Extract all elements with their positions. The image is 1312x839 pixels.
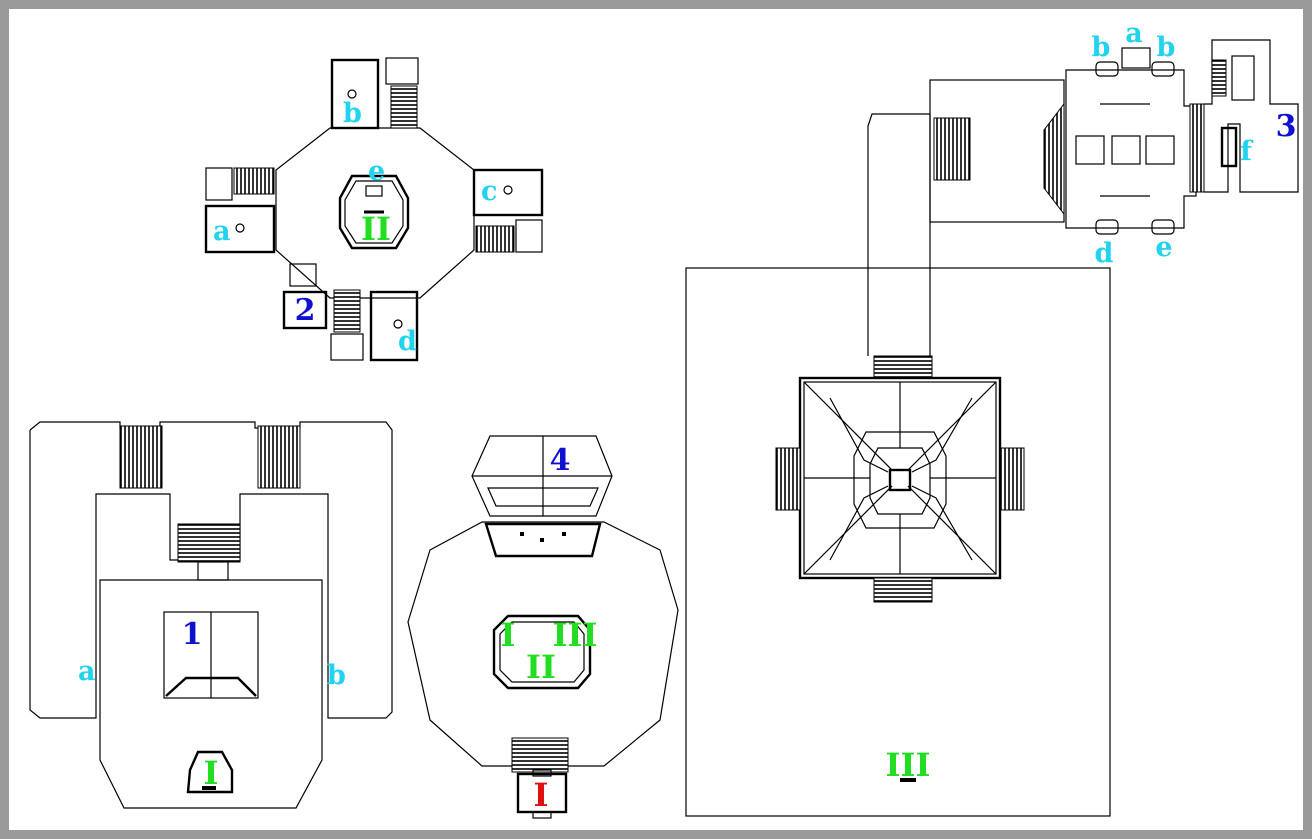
label-octagon-e: e bbox=[368, 156, 385, 187]
west-hall-exit-portal bbox=[186, 750, 234, 794]
temple-altar-a bbox=[1121, 47, 1151, 69]
label-temple-a: a bbox=[1125, 18, 1143, 49]
octagon-room-2-alcove bbox=[289, 263, 317, 287]
octagon-area bbox=[204, 57, 544, 362]
octagon-stairs-west bbox=[233, 167, 275, 195]
octagon-alcove bbox=[385, 57, 419, 85]
octagon-switch-a bbox=[235, 223, 245, 233]
octagon-floor bbox=[275, 127, 475, 299]
label-octagon-c: c bbox=[481, 176, 497, 207]
west-hall-stairs-right bbox=[257, 425, 301, 489]
octagon-center-pillar bbox=[338, 174, 410, 250]
octagon-room-2 bbox=[282, 290, 328, 330]
round-hall bbox=[407, 435, 679, 819]
label-round-hall-I: I bbox=[501, 616, 516, 654]
pyramid-stairs-west bbox=[775, 447, 801, 511]
label-octagon-b: b bbox=[343, 98, 362, 129]
label-west-hall-b: b bbox=[327, 660, 346, 691]
label-start-2: 2 bbox=[295, 293, 316, 328]
label-round-hall-III: III bbox=[553, 616, 598, 654]
label-temple-e: e bbox=[1155, 232, 1172, 263]
label-west-hall-marker: I bbox=[204, 754, 219, 792]
west-hall-stairs-center bbox=[177, 523, 241, 563]
label-round-hall-II: II bbox=[526, 648, 556, 686]
label-octagon-center: II bbox=[361, 210, 391, 248]
temple-stairs-inner bbox=[1043, 102, 1065, 216]
west-hall-stairs-left bbox=[119, 425, 163, 489]
label-start-4: 4 bbox=[550, 443, 571, 478]
octagon-room-c bbox=[472, 168, 544, 217]
west-hall bbox=[29, 421, 393, 809]
west-hall-door bbox=[197, 561, 229, 581]
temple-east-wing bbox=[1204, 39, 1299, 193]
label-octagon-a: a bbox=[213, 216, 231, 247]
temple-alcove-b-right bbox=[1151, 61, 1175, 77]
octagon-room-b bbox=[330, 58, 380, 130]
round-hall-central-pit bbox=[492, 614, 592, 690]
temple-stairs-east bbox=[1189, 103, 1205, 193]
label-round-hall-start: I bbox=[534, 776, 549, 814]
octagon-stairs-north bbox=[390, 85, 418, 129]
temple-main-hall bbox=[1065, 69, 1197, 229]
label-temple-d: d bbox=[1095, 238, 1114, 269]
label-courtyard-marker: III bbox=[886, 746, 931, 784]
map-labels: b c a d e II 2 a b 1 I 4 I III II I a b … bbox=[78, 18, 1296, 814]
octagon-switch-d bbox=[393, 319, 403, 329]
temple-stairs-north-east bbox=[1211, 59, 1227, 97]
octagon-switch-b bbox=[347, 89, 357, 99]
temple-stairs-west bbox=[933, 117, 971, 181]
temple-alcove-e bbox=[1151, 219, 1175, 235]
label-start-1: 1 bbox=[182, 617, 203, 652]
pyramid-stairs-south bbox=[873, 577, 933, 603]
label-start-3: 3 bbox=[1276, 109, 1297, 144]
octagon-alcove-c bbox=[515, 219, 543, 253]
octagon-room-d bbox=[369, 290, 419, 362]
round-hall-stairs-south bbox=[511, 737, 569, 773]
temple-door-f bbox=[1220, 126, 1238, 168]
octagon-room-a bbox=[204, 204, 276, 254]
pyramid-stairs-east bbox=[999, 447, 1025, 511]
round-hall-floor bbox=[407, 521, 679, 767]
temple-alcove-d bbox=[1095, 219, 1119, 235]
label-octagon-d: d bbox=[398, 326, 417, 357]
west-hall-main-room bbox=[99, 579, 323, 809]
courtyard-boundary bbox=[685, 267, 1111, 817]
label-temple-b-left: b bbox=[1092, 32, 1111, 63]
octagon-alcove-d bbox=[330, 333, 364, 361]
octagon-stairs-east bbox=[475, 225, 515, 253]
label-west-hall-a: a bbox=[78, 656, 96, 687]
octagon-stairs-south bbox=[333, 289, 361, 333]
pyramid-stairs-north bbox=[873, 355, 933, 379]
label-temple-b-right: b bbox=[1157, 32, 1176, 63]
label-temple-f: f bbox=[1240, 136, 1254, 167]
courtyard bbox=[685, 39, 1299, 817]
octagon-alcove-a bbox=[205, 167, 233, 201]
pyramid-ridges bbox=[803, 381, 997, 575]
courtyard-north-passage bbox=[867, 113, 931, 356]
octagon-switch-c bbox=[503, 185, 513, 195]
temple-alcove-b-left bbox=[1095, 61, 1119, 77]
pyramid-apex bbox=[888, 468, 912, 492]
